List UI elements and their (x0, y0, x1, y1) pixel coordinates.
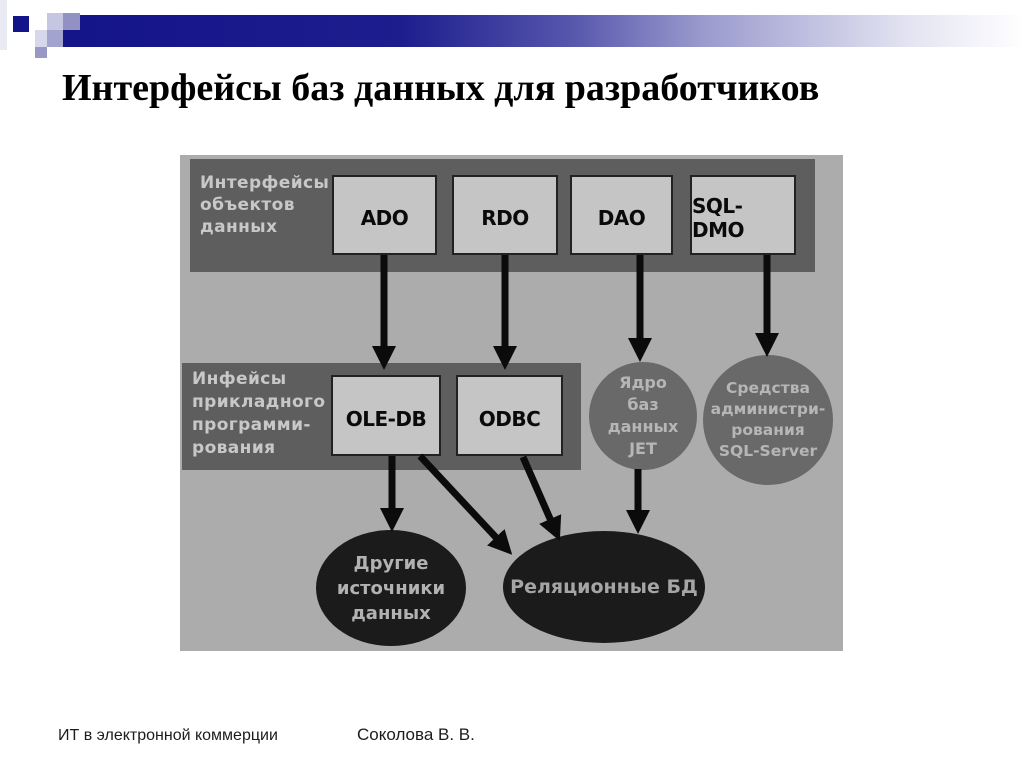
deco-square (35, 47, 47, 58)
deco-square (0, 0, 7, 50)
node-rdo-label: RDO (481, 206, 529, 230)
arrow-odbc-reldb (519, 455, 562, 541)
deco-square (47, 30, 63, 47)
node-dao-label: DAO (597, 206, 646, 230)
diagram-panel: Интерфейсы объектов данных ADO RDO DAO S… (180, 155, 843, 651)
header-gradient-bar (80, 15, 1024, 47)
header-bar-extension (63, 30, 80, 47)
deco-square (13, 16, 29, 32)
footer-author-label: Соколова В. В. (357, 725, 475, 744)
footer-course-label: ИТ в электронной коммерции (58, 727, 278, 744)
diagram-arrows (372, 255, 779, 555)
node-sql-dmo-label: SQL-DMO (692, 194, 745, 242)
node-sql-admin-tools: Средства администри- рования SQL-Server (703, 355, 833, 485)
node-relational-db: Реляционные БД (503, 531, 705, 643)
node-sql-dmo: SQL-DMO (690, 175, 796, 255)
page-title: Интерфейсы баз данных для разработчиков (62, 67, 820, 109)
deco-square (47, 13, 63, 30)
object-band-label: Интерфейсы объектов данных (200, 173, 330, 237)
deco-square (35, 30, 47, 47)
node-jet-engine: Ядро баз данных JET (589, 362, 697, 470)
node-ado-label: ADO (360, 206, 409, 230)
node-ole-db-label: OLE-DB (345, 406, 427, 431)
node-ole-db: OLE-DB (331, 375, 441, 456)
node-odbc: ODBC (456, 375, 563, 456)
node-ado: ADO (332, 175, 437, 255)
node-dao: DAO (570, 175, 673, 255)
deco-square (63, 13, 80, 30)
arrow-oledb-reldb (417, 453, 513, 555)
api-band-label: Инфейсы прикладного программи- рования (192, 369, 326, 458)
node-rdo: RDO (452, 175, 558, 255)
node-odbc-label: ODBC (478, 406, 541, 431)
node-other-data-sources: Другие источники данных (316, 530, 466, 646)
